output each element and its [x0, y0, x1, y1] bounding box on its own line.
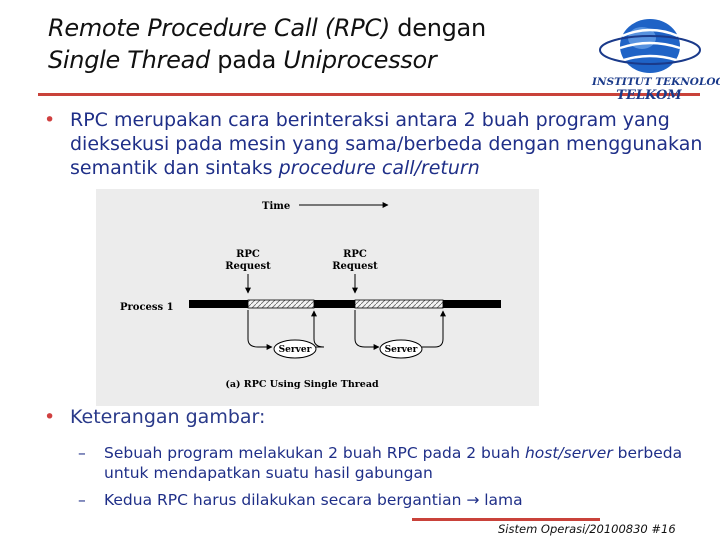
- subitem-text-plain: Sebuah program melakukan 2 buah RPC pada…: [104, 444, 525, 462]
- time-label: Time: [262, 201, 290, 212]
- dash-icon: –: [78, 444, 86, 462]
- dash-icon: –: [78, 491, 86, 509]
- subitem-text: Kedua RPC harus dilakukan secara bergant…: [104, 490, 523, 510]
- server-2-label: Server: [385, 345, 418, 355]
- return-from-server-2: [422, 310, 446, 348]
- bullet-dot-icon: •: [44, 406, 56, 428]
- call-to-server-1: [247, 310, 273, 350]
- footer-course: Sistem Operasi/20100830: [498, 522, 648, 536]
- title-single-thread: Single Thread: [48, 46, 210, 74]
- process-wait-2: [354, 299, 444, 309]
- diagram-caption: (a) RPC Using Single Thread: [225, 379, 379, 390]
- bullet-text: Keterangan gambar:: [70, 406, 266, 428]
- call-to-server-2: [354, 310, 380, 350]
- process-run-1: [189, 300, 248, 308]
- logo-institute-text: INSTITUT TEKNOLOGI: [592, 76, 720, 88]
- footer: Sistem Operasi/20100830 #16: [498, 522, 676, 536]
- bullet-text: RPC merupakan cara berinteraksi antara 2…: [70, 108, 710, 180]
- subitem-text-plain-2: lama: [479, 491, 523, 509]
- title-rpc: Remote Procedure Call (RPC): [48, 14, 390, 42]
- process-label: Process 1: [120, 302, 174, 313]
- ittelkom-logo: INSTITUT TEKNOLOGI TELKOM: [592, 16, 720, 103]
- subitem-text-plain: Kedua RPC harus dilakukan secara bergant…: [104, 491, 467, 509]
- footer-page-number: #16: [651, 522, 676, 536]
- process-run-3: [443, 300, 501, 308]
- title-uniprocessor: Uniprocessor: [283, 46, 437, 74]
- server-1-node: [273, 339, 317, 359]
- slide-title: Remote Procedure Call (RPC) dengan Singl…: [48, 12, 568, 76]
- arrow-right-icon: →: [466, 491, 480, 509]
- server-2-node: [379, 339, 423, 359]
- return-from-server-1: [311, 310, 325, 348]
- logo-telkom-text: TELKOM: [616, 88, 682, 103]
- process-run-2: [314, 300, 355, 308]
- subitem-text-italic: host/server: [524, 444, 613, 462]
- title-pada: pada: [209, 46, 284, 74]
- bullet-text-plain: RPC merupakan cara berinteraksi antara 2…: [70, 109, 703, 179]
- subitem-text-plain-2: berbeda untuk mendapatkan suatu hasil ga…: [104, 444, 683, 482]
- bullet-dot-icon: •: [44, 109, 56, 131]
- globe-icon: [599, 19, 701, 73]
- process-wait-1: [247, 299, 315, 309]
- title-dengan: dengan: [389, 14, 486, 42]
- subitem-text: Sebuah program melakukan 2 buah RPC pada…: [104, 443, 704, 483]
- bullet-text-italic: procedure call/return: [278, 157, 480, 179]
- title-divider: [38, 93, 700, 96]
- footer-divider: [412, 518, 600, 521]
- server-1-label: Server: [279, 345, 312, 355]
